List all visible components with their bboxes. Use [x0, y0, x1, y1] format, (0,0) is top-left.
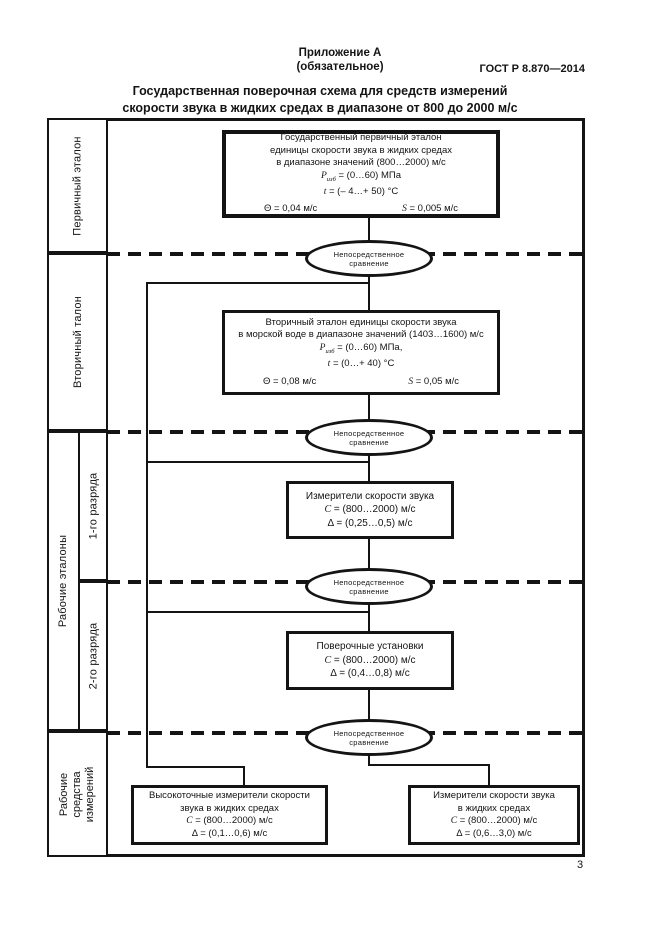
connector-line-bypass: [146, 282, 148, 768]
sidebar-cell-rank2: 2-го разряда: [78, 581, 108, 731]
page-title-line1: Государственная поверочная схема для сре…: [132, 84, 508, 98]
sidebar-cell-working-standards: Рабочие эталоны: [47, 431, 80, 731]
comparison-ellipse-3: Непосредственное сравнение: [305, 568, 433, 605]
sidebar-cell-working-instruments: Рабочие средства измерений: [47, 731, 108, 857]
annex-note: (обязательное): [296, 61, 384, 73]
comparison-ellipse-1: Непосредственное сравнение: [305, 240, 433, 277]
connector-line: [146, 766, 245, 768]
sidebar-cell-rank1: 1-го разряда: [78, 431, 108, 581]
box-working-measurers: Измерители скорости звука в жидких среда…: [408, 785, 580, 845]
box-high-precision-measurers: Высокоточные измерители скорости звука в…: [131, 785, 328, 845]
box-measurers-rank1: Измерители скорости звука C = (800…2000)…: [286, 481, 454, 539]
connector-line: [368, 764, 490, 766]
connector-line: [147, 611, 369, 613]
annex-heading: Приложение А (обязательное): [230, 46, 450, 74]
sidebar-cell-primary-standard: Первичный эталон: [47, 118, 108, 253]
connector-line: [488, 764, 490, 787]
sidebar-label-rank2: 2-го разряда: [87, 622, 99, 690]
sidebar-label-working-instruments: Рабочие средства измерений: [58, 766, 96, 822]
connector-line: [147, 461, 369, 463]
page-title-line2: скорости звука в жидких средах в диапазо…: [122, 101, 518, 115]
sidebar-label-working-standards: Рабочие эталоны: [57, 534, 70, 628]
box-verification-installations: Поверочные установки C = (800…2000) м/с …: [286, 631, 454, 690]
comparison-ellipse-4: Непосредственное сравнение: [305, 719, 433, 756]
sidebar-cell-secondary-standard: Вторичный талон: [47, 253, 108, 431]
sidebar-label-secondary: Вторичный талон: [71, 296, 84, 388]
sidebar-label-primary: Первичный эталон: [71, 135, 84, 236]
comparison-ellipse-2: Непосредственное сравнение: [305, 419, 433, 456]
page-number: 3: [576, 859, 584, 871]
box-primary-standard: Государственный первичный эталон единицы…: [222, 130, 500, 218]
connector-line: [146, 282, 370, 284]
box-secondary-standard: Вторичный эталон единицы скорости звука …: [222, 310, 500, 395]
connector-line: [243, 766, 245, 787]
page-title: Государственная поверочная схема для сре…: [40, 83, 600, 117]
doc-number: ГОСТ Р 8.870—2014: [479, 63, 585, 75]
sidebar-label-rank1: 1-го разряда: [87, 472, 99, 540]
annex-title: Приложение А: [298, 47, 382, 59]
